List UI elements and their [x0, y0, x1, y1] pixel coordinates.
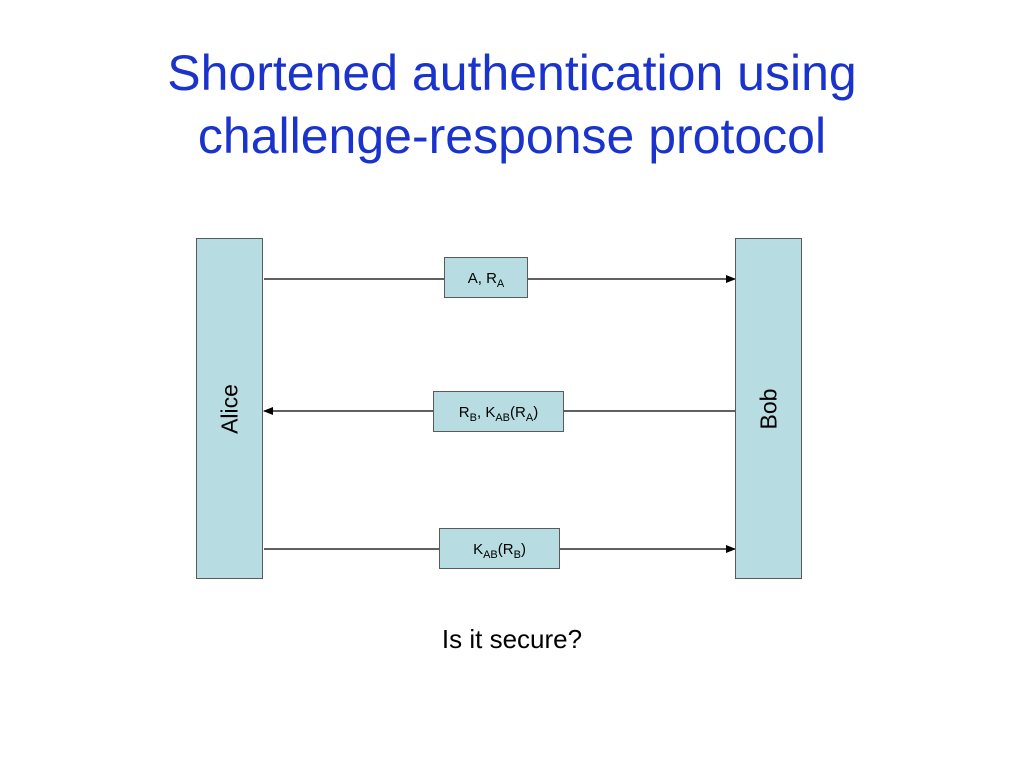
title-line-2: challenge-response protocol	[197, 108, 827, 164]
bob-box: Bob	[735, 238, 802, 579]
message-subscript: B	[513, 549, 521, 561]
message-subscript: B	[469, 412, 477, 424]
message-text: A, R	[467, 270, 497, 287]
message-box-3: KAB(RB)	[439, 528, 560, 569]
message-subscript: A	[525, 412, 534, 424]
message-text: )	[520, 541, 526, 558]
message-text: K	[473, 541, 484, 558]
message-subscript: AB	[483, 549, 498, 561]
message-text: (R	[510, 404, 526, 421]
question-text: Is it secure?	[441, 624, 583, 654]
title-line-1: Shortened authentication using	[167, 45, 857, 101]
alice-box: Alice	[196, 238, 263, 579]
alice-label: Alice	[216, 383, 242, 434]
message-subscript: AB	[495, 412, 511, 424]
message-text: , K	[476, 404, 496, 421]
bob-label: Bob	[755, 388, 781, 429]
message-box-2: RB, KAB(RA)	[433, 391, 564, 432]
message-box-1: A, RA	[444, 257, 528, 298]
message-text: )	[533, 404, 539, 421]
message-text: R	[458, 404, 470, 421]
slide-title: Shortened authentication using challenge…	[0, 42, 1024, 168]
message-text: (R	[497, 541, 514, 558]
message-subscript: A	[496, 278, 505, 290]
